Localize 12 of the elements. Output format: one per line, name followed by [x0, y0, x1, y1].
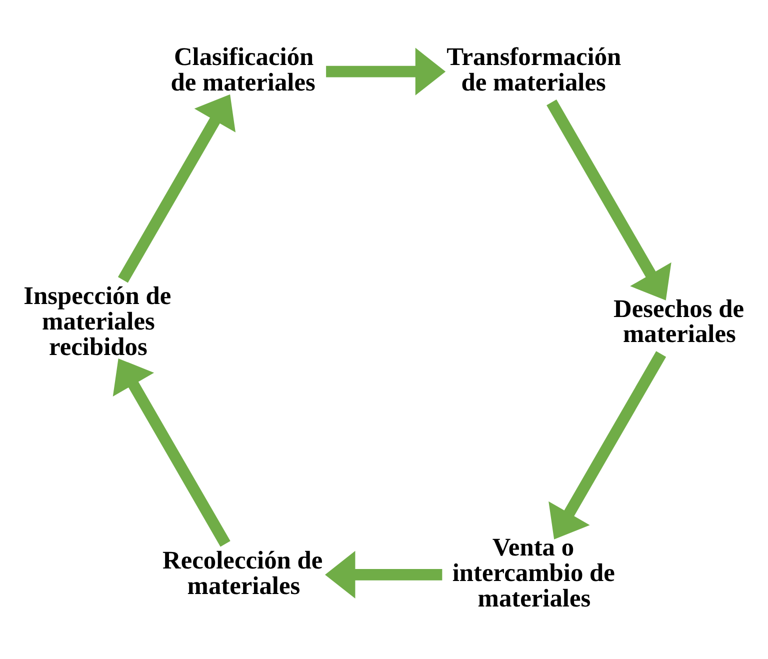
node-text: Venta o intercambio de materiales: [452, 534, 615, 612]
node-text: Clasificación de materiales: [170, 43, 316, 97]
node-text: Recolección de materiales: [162, 546, 323, 600]
arrow: [118, 94, 236, 283]
node-text: Inspección de materiales recibidos: [24, 282, 172, 361]
arrow: [112, 358, 230, 547]
arrow: [548, 351, 666, 540]
arrow: [325, 550, 442, 598]
node-text: Desechos de materiales: [613, 294, 744, 348]
arrow: [326, 48, 446, 96]
node-text: Transformación de materiales: [446, 43, 622, 97]
arrow: [546, 100, 672, 300]
